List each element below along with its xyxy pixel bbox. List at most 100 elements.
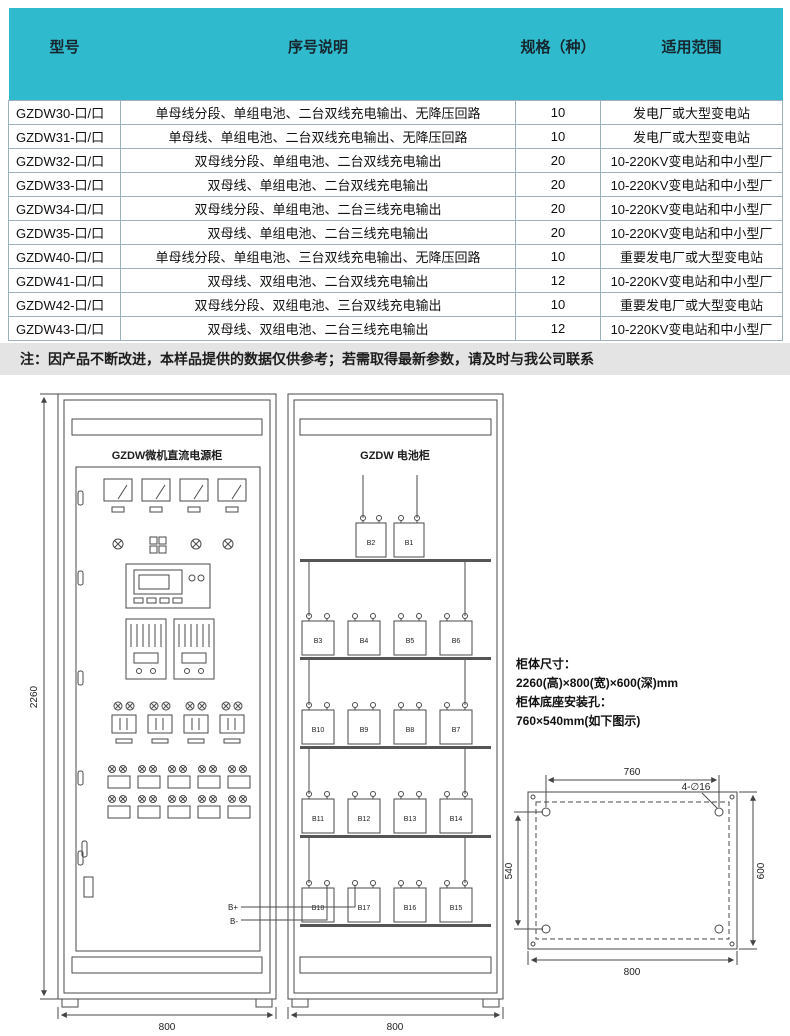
breaker-indicator	[221, 701, 231, 710]
battery-cell	[347, 798, 381, 833]
battery-shelf	[300, 745, 491, 749]
breaker-indicator	[109, 765, 115, 772]
battery-cabinet-title: GZDW 电池柜	[360, 448, 430, 462]
cell-desc: 双母线、单组电池、二台双线充电输出	[120, 171, 516, 197]
cell-spec: 12	[515, 267, 601, 293]
breaker-indicator	[150, 702, 158, 709]
breaker-indicator	[120, 765, 126, 772]
breaker-indicator	[179, 794, 187, 803]
breaker-indicator	[139, 795, 145, 802]
cabinet-foot	[482, 998, 500, 1007]
battery-terminal	[416, 790, 422, 797]
breaker-indicator	[198, 794, 206, 803]
cell-desc: 双母线、双组电池、二台三线充电输出	[120, 315, 516, 341]
battery-cell	[355, 522, 387, 557]
cell-model: GZDW35-口/口	[8, 219, 121, 245]
door-hinges	[77, 490, 84, 865]
cell-range: 发电厂或大型变电站	[600, 123, 783, 149]
cell-desc: 双母线、单组电池、二台三线充电输出	[120, 219, 516, 245]
cabinet-foot	[291, 998, 309, 1007]
battery-terminal	[324, 879, 330, 886]
battery-label: B14	[450, 816, 463, 823]
indicator-row	[112, 536, 234, 553]
header-model: 型号	[8, 8, 121, 100]
mounting-hole	[541, 807, 551, 816]
top-vent-grille	[71, 418, 263, 435]
bus-negative-label: B-	[230, 917, 238, 926]
breaker-switch	[137, 805, 161, 818]
battery-terminal	[398, 879, 404, 886]
battery-shelf	[300, 834, 491, 838]
cell-model: GZDW42-口/口	[8, 291, 121, 317]
dims-line-3: 柜体底座安装孔：	[516, 694, 613, 709]
breaker-indicator	[149, 764, 157, 773]
breaker-indicator	[210, 795, 216, 802]
battery-label: B9	[360, 727, 369, 734]
breaker-indicator	[161, 701, 171, 710]
breaker-switch	[197, 775, 221, 788]
breaker-switch	[147, 714, 173, 733]
breaker-indicator	[180, 765, 186, 772]
breaker-indicator	[113, 701, 123, 710]
bus-positive-label: B+	[228, 903, 238, 912]
width-dimension-left: 800	[57, 1006, 277, 1033]
height-dimension: 2260	[29, 393, 58, 999]
base-mounting-diagram: 4-∅16 760 800 540 600	[504, 767, 767, 978]
breaker-indicator	[168, 794, 176, 803]
battery-terminal	[370, 790, 376, 797]
battery-terminal	[444, 790, 450, 797]
battery-terminal	[398, 701, 404, 708]
battery-terminal	[444, 701, 450, 708]
breaker-indicator	[150, 765, 156, 772]
battery-shelf	[300, 656, 491, 660]
battery-label: B5	[406, 638, 415, 645]
battery-cell	[347, 709, 381, 744]
cell-spec: 10	[515, 99, 601, 125]
breaker-panel-2	[107, 764, 251, 818]
bottom-vent-grille	[71, 956, 263, 973]
battery-terminal	[398, 790, 404, 797]
battery-label: B12	[358, 816, 371, 823]
breaker-switch	[107, 775, 131, 788]
mounting-hole	[714, 807, 724, 816]
battery-cell	[301, 709, 335, 744]
battery-terminal	[324, 612, 330, 619]
battery-cell	[347, 620, 381, 655]
base-dim-top-label: 760	[624, 767, 641, 778]
breaker-switch	[183, 714, 209, 733]
top-vent-grille	[299, 418, 492, 435]
cabinet-foot	[61, 998, 79, 1007]
spec-table: 型号 序号说明 规格（种） 适用范围 GZDW30-口/口单母线分段、单组电池、…	[8, 8, 783, 341]
cell-desc: 单母线分段、单组电池、三台双线充电输出、无降压回路	[120, 243, 516, 269]
monitor-module	[125, 563, 211, 608]
breaker-indicator	[240, 795, 246, 802]
breaker-indicator	[126, 702, 134, 709]
cell-range: 10-220KV变电站和中小型厂	[600, 195, 783, 221]
cell-spec: 20	[515, 195, 601, 221]
note-bar: 注：因产品不断改进，本样品提供的数据仅供参考；若需取得最新参数，请及时与我公司联…	[0, 342, 790, 375]
breaker-indicator	[108, 794, 116, 803]
base-dim-left-label: 540	[504, 862, 515, 879]
battery-label: B17	[358, 905, 371, 912]
width-dimension-left-label: 800	[159, 1022, 176, 1033]
breaker-tag	[187, 738, 205, 743]
battery-label: B8	[406, 727, 415, 734]
door-handle	[81, 840, 88, 857]
breaker-switch	[167, 805, 191, 818]
battery-terminal	[352, 701, 358, 708]
cell-range: 10-220KV变电站和中小型厂	[600, 219, 783, 245]
breaker-switch	[167, 775, 191, 788]
cell-model: GZDW30-口/口	[8, 99, 121, 125]
battery-cell	[347, 887, 381, 922]
battery-label: B3	[314, 638, 323, 645]
cell-model: GZDW31-口/口	[8, 123, 121, 149]
battery-label: B7	[452, 727, 461, 734]
cell-range: 10-220KV变电站和中小型厂	[600, 171, 783, 197]
